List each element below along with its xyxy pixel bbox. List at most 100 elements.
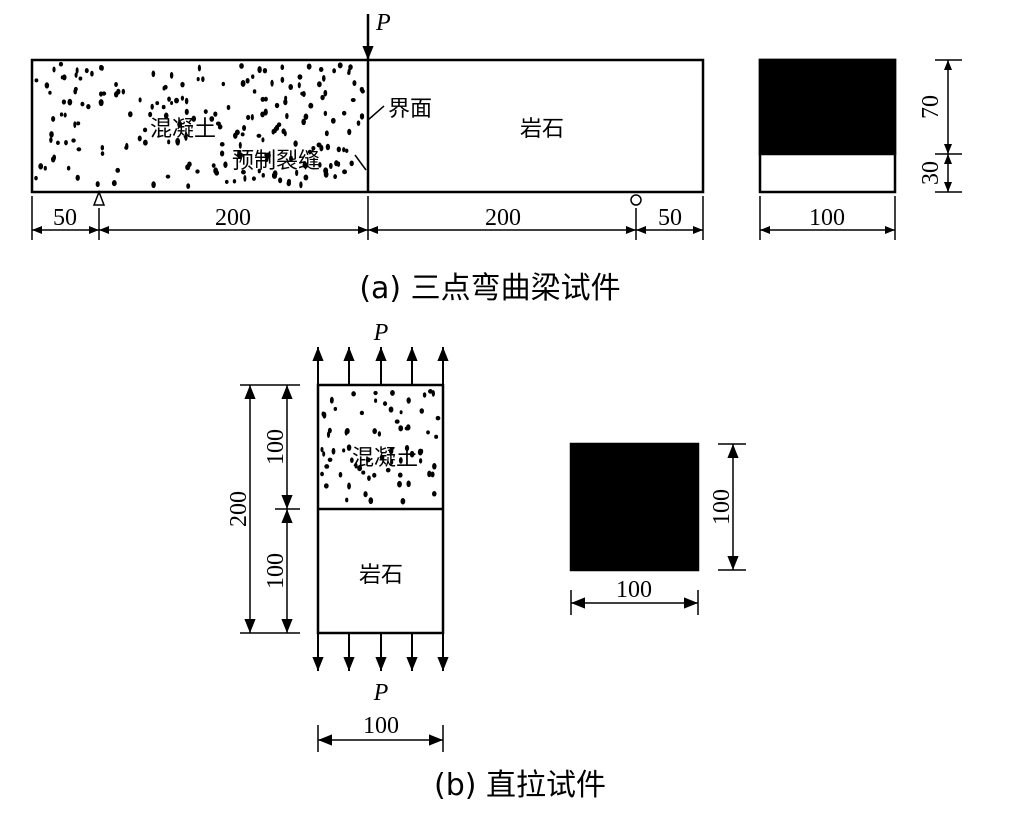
aggregate-dot	[184, 97, 189, 105]
aggregate-dot	[347, 128, 352, 136]
aggregate-dot	[49, 137, 53, 143]
aggregate-dot	[170, 100, 174, 106]
aggregate-dot	[48, 90, 52, 95]
concrete-aggregate-b	[320, 389, 441, 505]
support-triangle	[92, 189, 106, 206]
aggregate-dot	[239, 63, 244, 69]
aggregate-dot	[283, 98, 288, 106]
aggregate-dot	[372, 428, 377, 435]
aggregate-dot	[100, 65, 104, 71]
aggregate-dot	[240, 132, 245, 137]
aggregate-dot	[397, 480, 402, 488]
aggregate-dot	[404, 445, 410, 452]
aggregate-dot	[350, 97, 356, 103]
aggregate-dot	[342, 448, 346, 453]
aggregate-dot	[59, 112, 64, 117]
aggregate-dot	[434, 434, 439, 439]
aggregate-dot	[351, 391, 356, 397]
aggregate-dot	[221, 81, 226, 87]
aggregate-dot	[174, 97, 179, 104]
aggregate-dot	[323, 89, 328, 97]
aggregate-dot	[354, 462, 358, 469]
aggregate-dot	[213, 111, 218, 117]
aggregate-dot	[245, 77, 250, 84]
aggregate-dot	[111, 180, 117, 187]
aggregate-dot	[125, 142, 129, 150]
aggregate-dot	[196, 76, 200, 82]
aggregate-dot	[280, 64, 285, 71]
aggregate-dot	[201, 76, 205, 83]
aggregate-dot	[262, 67, 268, 74]
aggregate-dot	[318, 162, 322, 168]
caption-a: (a) 三点弯曲梁试件	[359, 271, 620, 306]
aggregate-dot	[52, 66, 56, 73]
aggregate-dot	[297, 82, 301, 89]
aggregate-dot	[58, 61, 64, 67]
dim-lower-height: 100	[263, 553, 289, 589]
aggregate-dot	[372, 472, 377, 478]
section-top-dim: 70	[918, 95, 944, 119]
aggregate-dot	[368, 497, 374, 505]
aggregate-dot	[345, 148, 349, 153]
aggregate-dot	[128, 111, 133, 118]
aggregate-dot	[274, 124, 280, 131]
aggregate-dot	[66, 165, 71, 171]
aggregate-dot	[240, 79, 246, 87]
load-label: P	[375, 10, 391, 36]
aggregate-dot	[345, 497, 349, 503]
aggregate-dot	[321, 74, 326, 82]
aggregate-dot	[100, 145, 105, 151]
aggregate-dot	[432, 491, 437, 497]
aggregate-dot	[352, 80, 357, 86]
aggregate-dot	[430, 471, 435, 478]
aggregate-dot	[299, 181, 303, 189]
aggregate-dot	[325, 143, 331, 151]
aggregate-dot	[62, 74, 67, 81]
aggregate-dot	[385, 467, 391, 473]
aggregate-dot	[301, 118, 306, 126]
aggregate-dot	[257, 66, 262, 74]
aggregate-dot	[114, 82, 118, 88]
aggregate-dot	[241, 169, 246, 175]
aggregate-dot	[252, 89, 257, 94]
aggregate-dot	[271, 128, 276, 135]
tension-section	[569, 442, 700, 572]
aggregate-dot	[76, 121, 81, 126]
aggregate-dot	[161, 104, 166, 110]
aggregate-dot	[64, 139, 68, 146]
aggregate-dot	[324, 130, 329, 136]
aggregate-dot	[400, 498, 406, 505]
aggregate-dot	[363, 491, 368, 498]
aggregate-dot	[323, 483, 329, 489]
concrete-label: 混凝土	[150, 117, 216, 142]
aggregate-dot	[289, 155, 293, 163]
aggregate-dot	[74, 72, 78, 78]
section-outline	[758, 58, 897, 194]
aggregate-dot	[251, 176, 256, 181]
aggregate-dot	[165, 174, 171, 179]
section-dimension-lines	[759, 59, 962, 240]
aggregate-dot	[332, 68, 337, 74]
aggregate-dot	[151, 181, 156, 189]
aggregate-dot	[283, 130, 287, 137]
aggregate-dot	[348, 64, 353, 71]
aggregate-dot	[142, 127, 148, 133]
aggregate-dot	[418, 458, 423, 464]
aggregate-dot	[338, 471, 343, 478]
rock-label: 岩石	[520, 117, 564, 142]
aggregate-dot	[346, 444, 352, 451]
aggregate-dot	[99, 91, 103, 97]
dim-upper-height: 100	[263, 429, 289, 465]
support-roller	[630, 194, 642, 206]
aggregate-dot	[341, 110, 347, 116]
aggregate-dot	[344, 428, 350, 435]
aggregate-dot	[316, 142, 322, 148]
aggregate-dot	[203, 109, 208, 114]
aggregate-dot	[197, 64, 202, 72]
aggregate-dot	[137, 135, 142, 142]
aggregate-dot	[256, 133, 262, 138]
caption-b: (b) 直拉试件	[434, 768, 606, 803]
aggregate-dot	[95, 181, 100, 188]
aggregate-dot	[237, 150, 241, 157]
dim-total-height: 200	[226, 491, 252, 527]
